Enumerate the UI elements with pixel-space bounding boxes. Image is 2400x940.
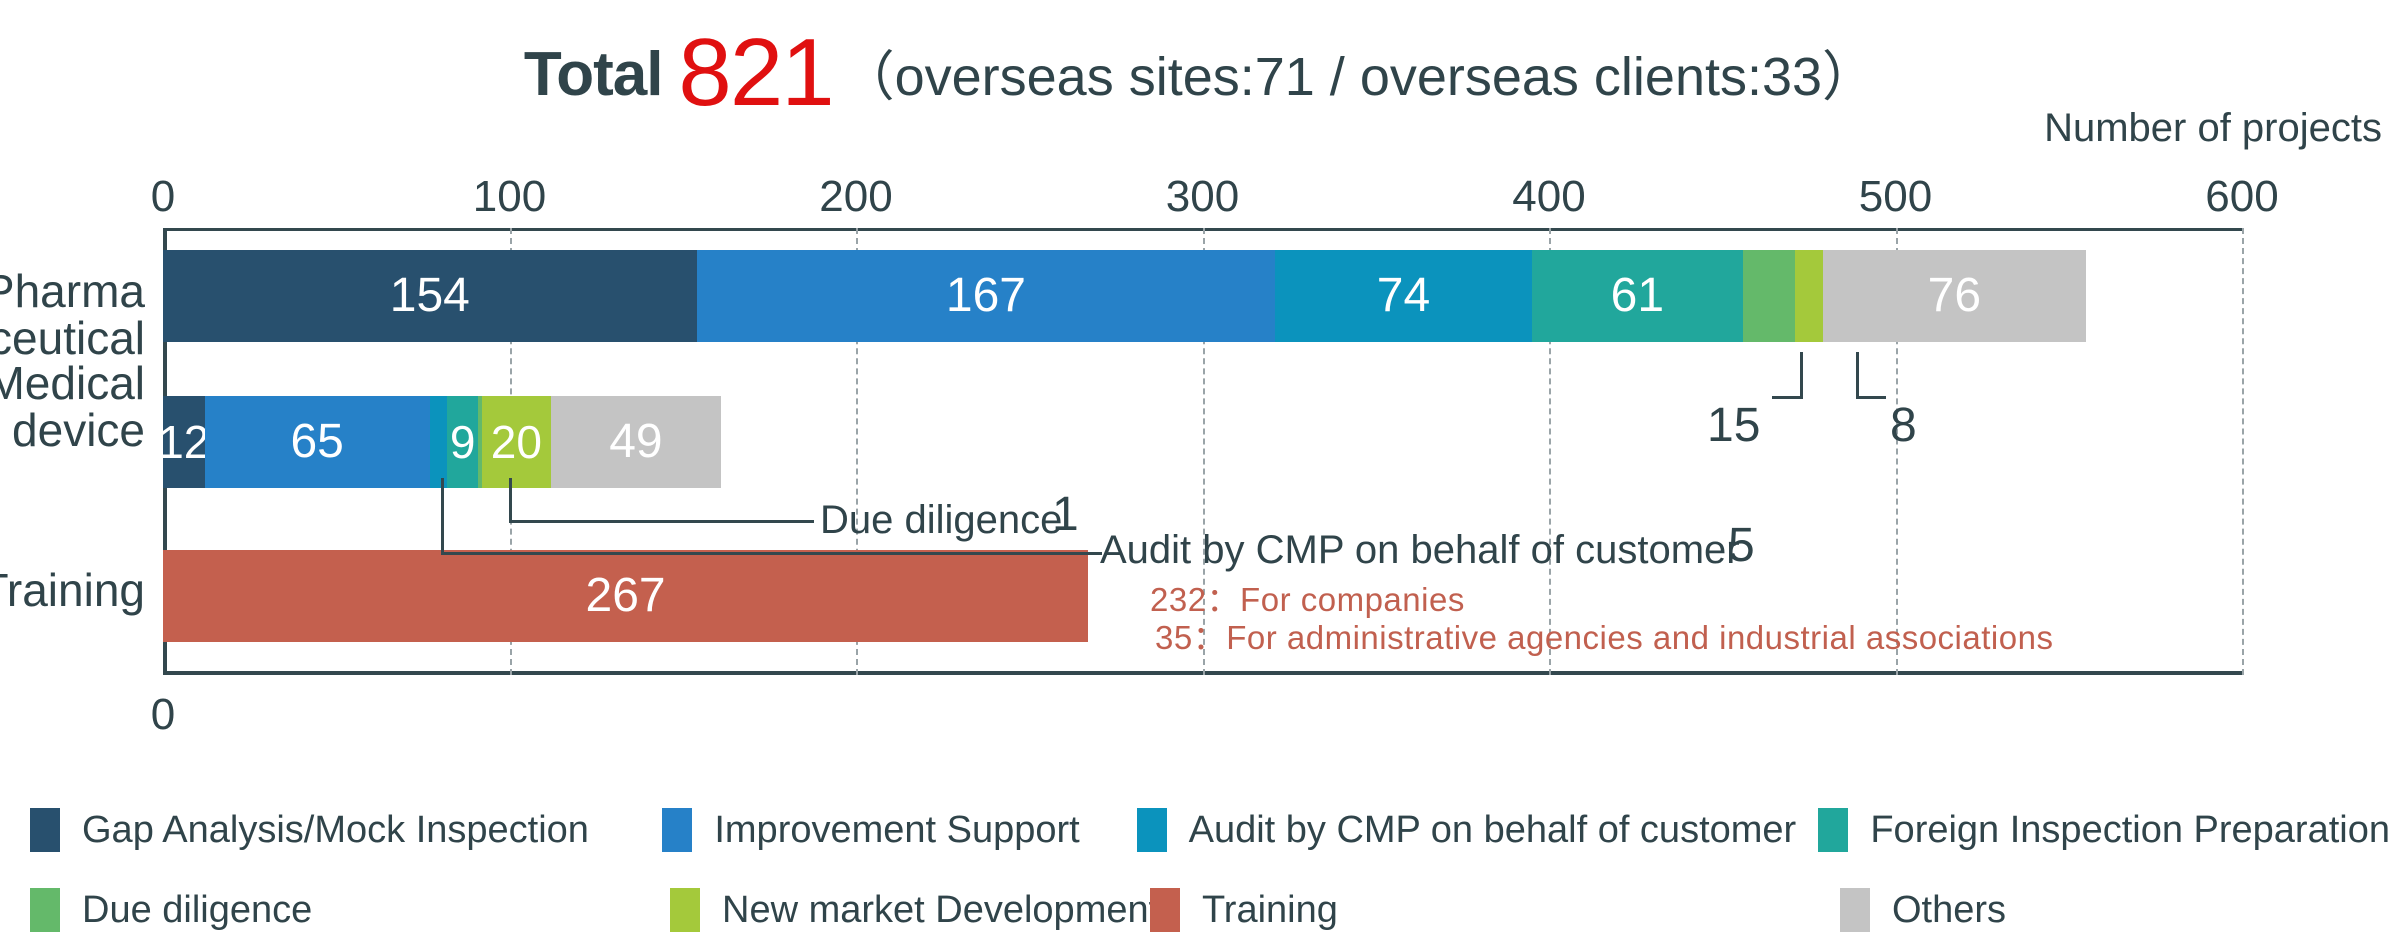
legend-item-improvement-support[interactable]: Improvement Support	[662, 808, 1136, 852]
training-segment-1[interactable]: 267	[163, 550, 1089, 642]
legend-item-foreign-inspection[interactable]: Foreign Inspection Preparation	[1818, 808, 2390, 852]
x-axis-title: Number of projects	[2044, 106, 2382, 150]
legend-row-2: Due diligence New market Development Tra…	[30, 888, 2390, 940]
leader-line-audit-horizontal	[441, 552, 1102, 555]
medical-device-segment-6-value: 20	[490, 416, 542, 468]
leader-line-due-diligence-vertical	[509, 478, 512, 522]
category-label-pharmaceutical: Pharma ceutical	[0, 268, 145, 362]
x-tick-300: 300	[1165, 172, 1240, 221]
legend-swatch-icon	[1136, 808, 1167, 852]
legend-swatch-icon	[670, 888, 700, 932]
gridline-200	[856, 228, 858, 675]
category-line-2: ceutical	[0, 311, 145, 364]
pharmaceutical-segment-1[interactable]: 154	[163, 250, 697, 342]
legend: Gap Analysis/Mock Inspection Improvement…	[30, 808, 2390, 940]
medical-device-segment-1-value: 12	[163, 416, 205, 468]
x-tick-200: 200	[819, 172, 893, 221]
category-line-1: Training	[0, 564, 145, 616]
x-tick-600: 600	[2205, 172, 2279, 221]
gridline-400	[1549, 228, 1551, 675]
x-axis-zero-bottom: 0	[150, 690, 176, 739]
callout-15: 15	[1707, 399, 1761, 452]
legend-swatch-icon	[662, 808, 693, 852]
bar-medical-device[interactable]: 12 65 9 20 49	[163, 396, 721, 488]
leader-line-audit-vertical	[441, 478, 444, 554]
legend-label: Due diligence	[82, 889, 313, 931]
pharmaceutical-segment-7-value: 76	[1927, 269, 1982, 322]
medical-device-segment-2[interactable]: 65	[204, 396, 430, 488]
legend-swatch-icon	[1150, 888, 1180, 932]
legend-label: Gap Analysis/Mock Inspection	[82, 809, 589, 851]
pharmaceutical-segment-4-value: 61	[1610, 269, 1665, 322]
medical-device-segment-1[interactable]: 12	[163, 396, 205, 488]
medical-device-segment-6[interactable]: 20	[481, 396, 552, 488]
legend-label: New market Development	[722, 889, 1160, 931]
pharmaceutical-segment-2-value: 167	[945, 269, 1026, 322]
legend-swatch-icon	[1818, 808, 1849, 852]
leader-line-8-horizontal	[1856, 396, 1886, 399]
category-label-medical-device: Medical device	[0, 360, 145, 454]
x-tick-400: 400	[1512, 172, 1586, 221]
pharmaceutical-segment-7[interactable]: 76	[1822, 250, 2087, 342]
callout-audit-value: 5	[1728, 519, 1755, 572]
x-tick-0: 0	[150, 172, 176, 221]
leader-line-due-diligence-horizontal	[509, 520, 814, 523]
legend-label: Improvement Support	[714, 809, 1080, 851]
pharmaceutical-segment-3[interactable]: 74	[1275, 250, 1532, 342]
pharmaceutical-segment-4[interactable]: 61	[1531, 250, 1744, 342]
legend-label: Audit by CMP on behalf of customer	[1188, 809, 1797, 851]
legend-row-1: Gap Analysis/Mock Inspection Improvement…	[30, 808, 2390, 870]
category-line-2: device	[12, 403, 145, 456]
legend-label: Foreign Inspection Preparation	[1870, 809, 2390, 851]
legend-swatch-icon	[30, 808, 60, 852]
category-line-1: Pharma	[0, 265, 145, 317]
gridline-600	[2242, 228, 2244, 675]
training-segment-1-value: 267	[585, 569, 666, 622]
medical-device-segment-7[interactable]: 49	[551, 396, 721, 488]
pharmaceutical-segment-1-value: 154	[389, 269, 470, 322]
callout-due-diligence-value: 1	[1052, 488, 1079, 541]
legend-label: Others	[1892, 889, 2007, 931]
pharmaceutical-segment-3-value: 74	[1376, 269, 1431, 322]
leader-line-15	[1800, 352, 1803, 398]
total-note: （overseas sites:71 / overseas clients:33…	[840, 47, 1877, 107]
legend-item-others[interactable]: Others	[1840, 888, 2006, 932]
legend-item-training[interactable]: Training	[1150, 888, 1840, 932]
medical-device-segment-7-value: 49	[609, 415, 663, 468]
total-label: Total	[523, 40, 663, 109]
legend-label: Training	[1202, 889, 1338, 931]
total-value: 821	[678, 19, 834, 126]
callout-due-diligence-label: Due diligence	[820, 498, 1063, 542]
medical-device-segment-5[interactable]	[478, 396, 482, 488]
callout-8: 8	[1890, 399, 1917, 452]
legend-item-audit-cmp[interactable]: Audit by CMP on behalf of customer	[1136, 808, 1819, 852]
pharmaceutical-segment-6[interactable]	[1794, 250, 1823, 342]
leader-line-15-horizontal	[1772, 396, 1803, 399]
gridline-300	[1202, 228, 1205, 675]
gridline-500	[1895, 228, 1898, 675]
category-line-1: Medical	[0, 357, 145, 409]
category-label-training: Training	[0, 567, 145, 614]
legend-swatch-icon	[1840, 888, 1870, 932]
x-tick-500: 500	[1858, 172, 1933, 221]
bar-training[interactable]: 267	[163, 550, 1089, 642]
plot-area: 154 167 74 61 76 12 65 9 20 49 267	[163, 228, 2244, 675]
pharmaceutical-segment-2[interactable]: 167	[696, 250, 1276, 342]
red-note-agencies: 35：For administrative agencies and indus…	[1155, 619, 2054, 656]
legend-item-gap-analysis[interactable]: Gap Analysis/Mock Inspection	[30, 808, 662, 852]
medical-device-segment-4[interactable]: 9	[447, 396, 479, 488]
medical-device-segment-4-value: 9	[449, 416, 476, 468]
legend-item-new-market[interactable]: New market Development	[670, 888, 1159, 932]
legend-swatch-icon	[30, 888, 60, 932]
callout-audit-label: Audit by CMP on behalf of customer	[1100, 528, 1740, 572]
medical-device-segment-2-value: 65	[290, 415, 344, 468]
pharmaceutical-segment-5[interactable]	[1743, 250, 1795, 342]
x-tick-100: 100	[472, 172, 547, 221]
bar-pharmaceutical[interactable]: 154 167 74 61 76	[163, 250, 2087, 342]
red-note-companies: 232：For companies	[1150, 581, 1465, 618]
leader-line-8	[1856, 352, 1859, 398]
legend-item-due-diligence[interactable]: Due diligence	[30, 888, 670, 932]
medical-device-segment-3[interactable]	[429, 396, 448, 488]
